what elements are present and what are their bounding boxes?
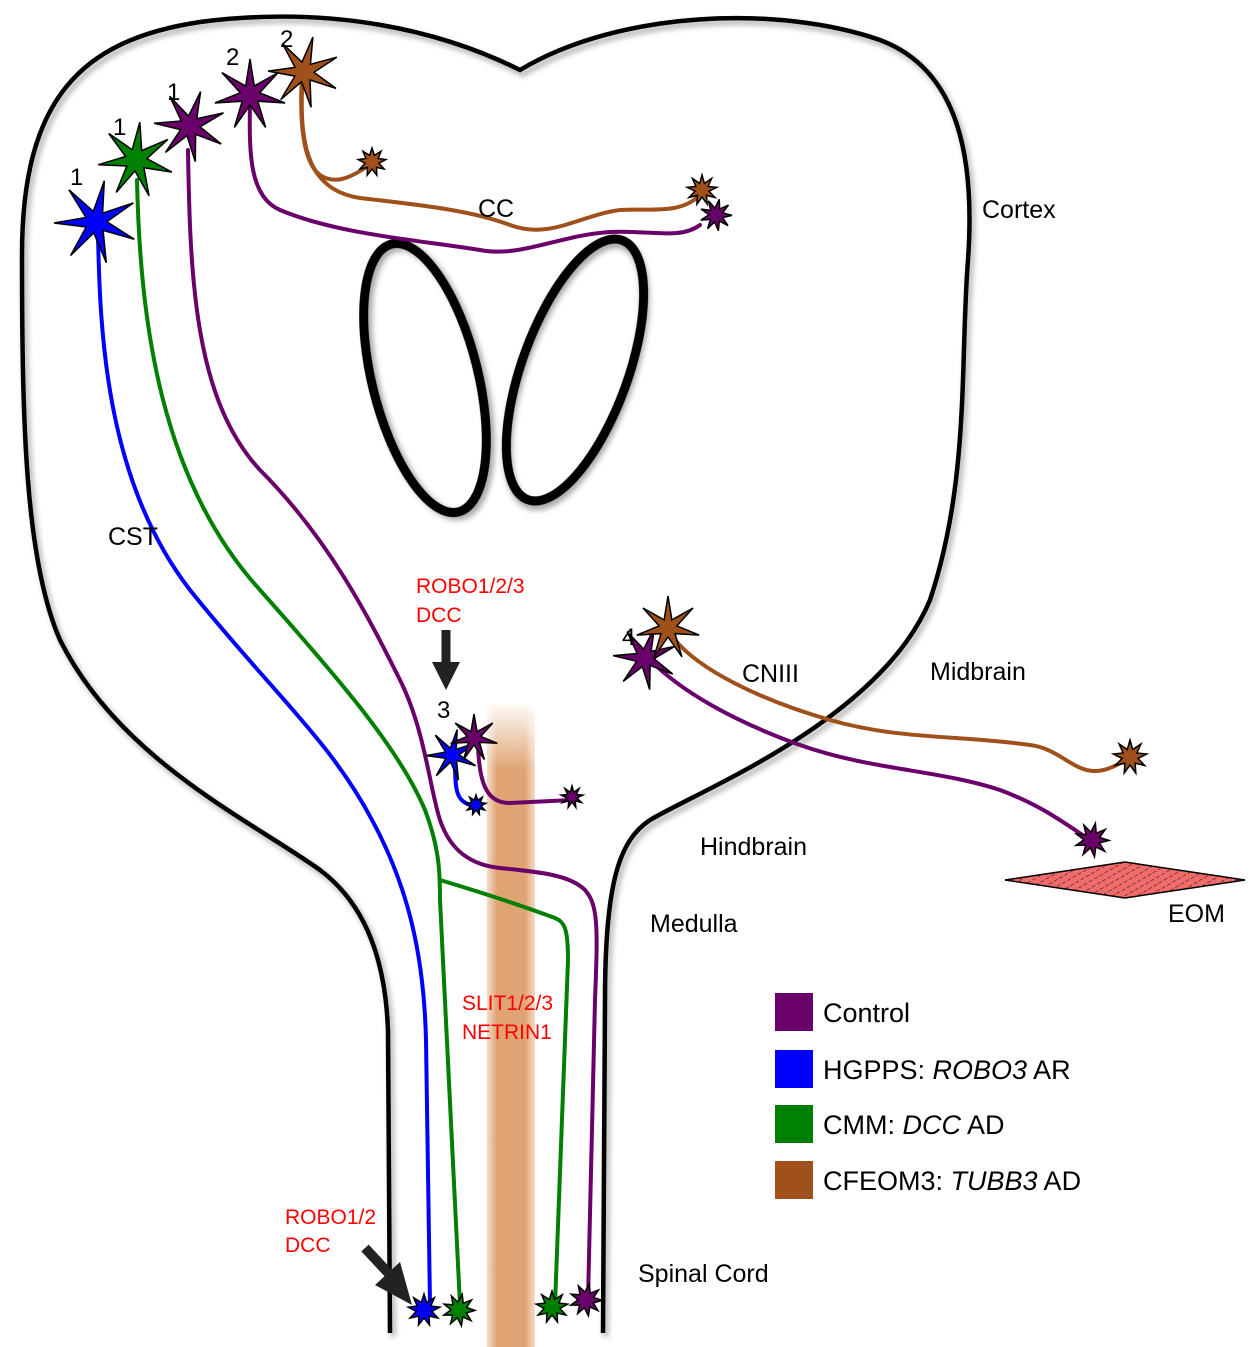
legend-swatch-hgpps: [775, 1050, 813, 1088]
terminal-green-cross-spinal: [536, 1291, 568, 1322]
neuron-blue-soma: [54, 181, 134, 263]
legend-label-hgpps: HGPPS: ROBO3 AR: [823, 1055, 1071, 1085]
number-purple-cst: 1: [167, 79, 180, 106]
label-midbrain: Midbrain: [930, 658, 1026, 686]
legend-label-cmm: CMM: DCC AD: [823, 1110, 1005, 1140]
legend-swatch-cmm: [775, 1105, 813, 1143]
legend: Control HGPPS: ROBO3 AR CMM: DCC AD CFEO…: [775, 993, 1081, 1199]
number-purple-cc: 2: [226, 44, 239, 71]
terminal-blue-spinal: [408, 1294, 440, 1325]
cniii-purple-axon: [650, 660, 1090, 840]
label-cc: CC: [478, 195, 514, 223]
annotation-slit123: SLIT1/2/3: [462, 992, 553, 1015]
legend-swatch-cfeom3: [775, 1161, 813, 1199]
number-blue: 1: [70, 164, 83, 191]
terminal-purple-hindbrain: [561, 786, 583, 807]
annotation-robo12: ROBO1/2: [285, 1206, 376, 1229]
legend-label-control: Control: [823, 998, 910, 1028]
number-midbrain: 4: [622, 624, 635, 651]
terminal-purple-cc: [701, 199, 732, 231]
annotation-robo123: ROBO1/2/3: [416, 575, 525, 598]
eom-muscle: [1005, 862, 1245, 898]
number-hindbrain: 3: [437, 697, 450, 724]
label-cniii: CNIII: [742, 660, 799, 688]
legend-swatch-control: [775, 993, 813, 1031]
label-cst: CST: [108, 523, 158, 551]
label-medulla: Medulla: [650, 910, 738, 938]
cst-blue-axon: [98, 235, 430, 1305]
terminal-green-spinal: [444, 1294, 475, 1326]
label-spinal-cord: Spinal Cord: [638, 1260, 769, 1288]
left-ventricle: [340, 231, 510, 524]
annotation-netrin1: NETRIN1: [462, 1021, 552, 1044]
right-ventricle: [478, 222, 672, 518]
cst-green-axon: [137, 180, 460, 1305]
midline-fade: [480, 700, 542, 770]
terminal-purple-eom: [1076, 823, 1109, 857]
label-eom: EOM: [1168, 900, 1225, 928]
label-hindbrain: Hindbrain: [700, 833, 807, 861]
annotation-dcc-top: DCC: [416, 604, 462, 627]
top-midline-arrow: [432, 630, 460, 690]
terminal-blue-hindbrain: [466, 795, 486, 814]
terminal-brown-eom: [1113, 740, 1146, 773]
terminal-purple-spinal: [571, 1284, 602, 1316]
legend-label-cfeom3: CFEOM3: TUBB3 AD: [823, 1166, 1081, 1196]
annotation-dcc-spinal: DCC: [285, 1234, 331, 1257]
number-brown-cc: 2: [280, 26, 293, 53]
number-green: 1: [113, 114, 126, 141]
label-cortex: Cortex: [982, 196, 1056, 224]
